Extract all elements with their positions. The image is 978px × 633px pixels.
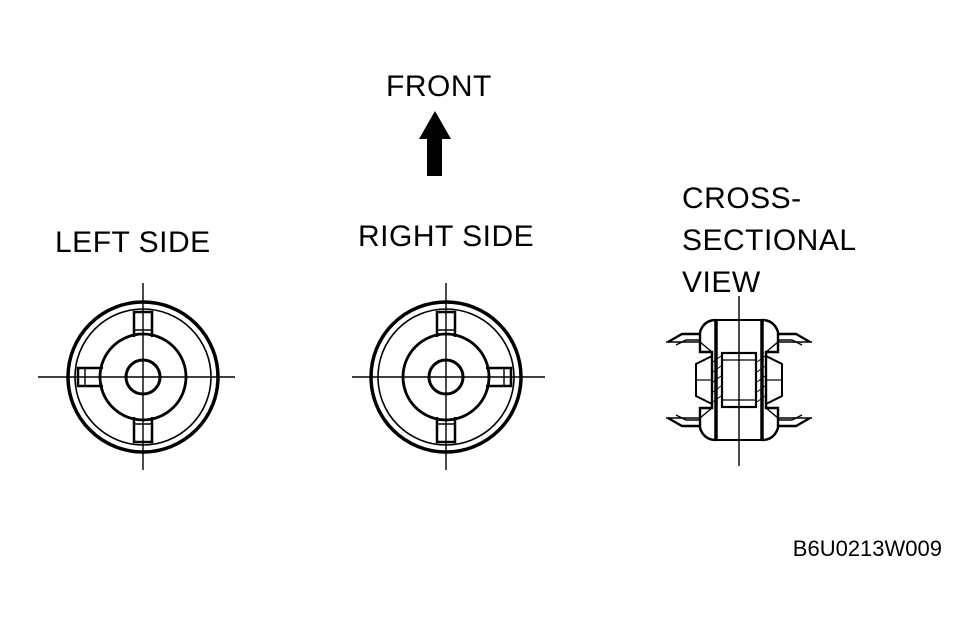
front-label: FRONT [386,70,492,103]
front-arrow-icon [419,111,451,176]
right-side-label: RIGHT SIDE [358,220,535,253]
cross-section-label-line-1: CROSS- [682,182,802,215]
cross-section-label-line-2: SECTIONAL [682,224,857,257]
figure-code: B6U0213W009 [792,536,942,561]
cross-section-label-line-3: VIEW [682,266,761,299]
left-side-label: LEFT SIDE [55,226,211,259]
cross-section-view [666,296,812,466]
right-side-bushing [352,283,545,470]
left-side-bushing [38,283,235,470]
cross-section-label: CROSS- SECTIONAL VIEW [682,178,857,304]
